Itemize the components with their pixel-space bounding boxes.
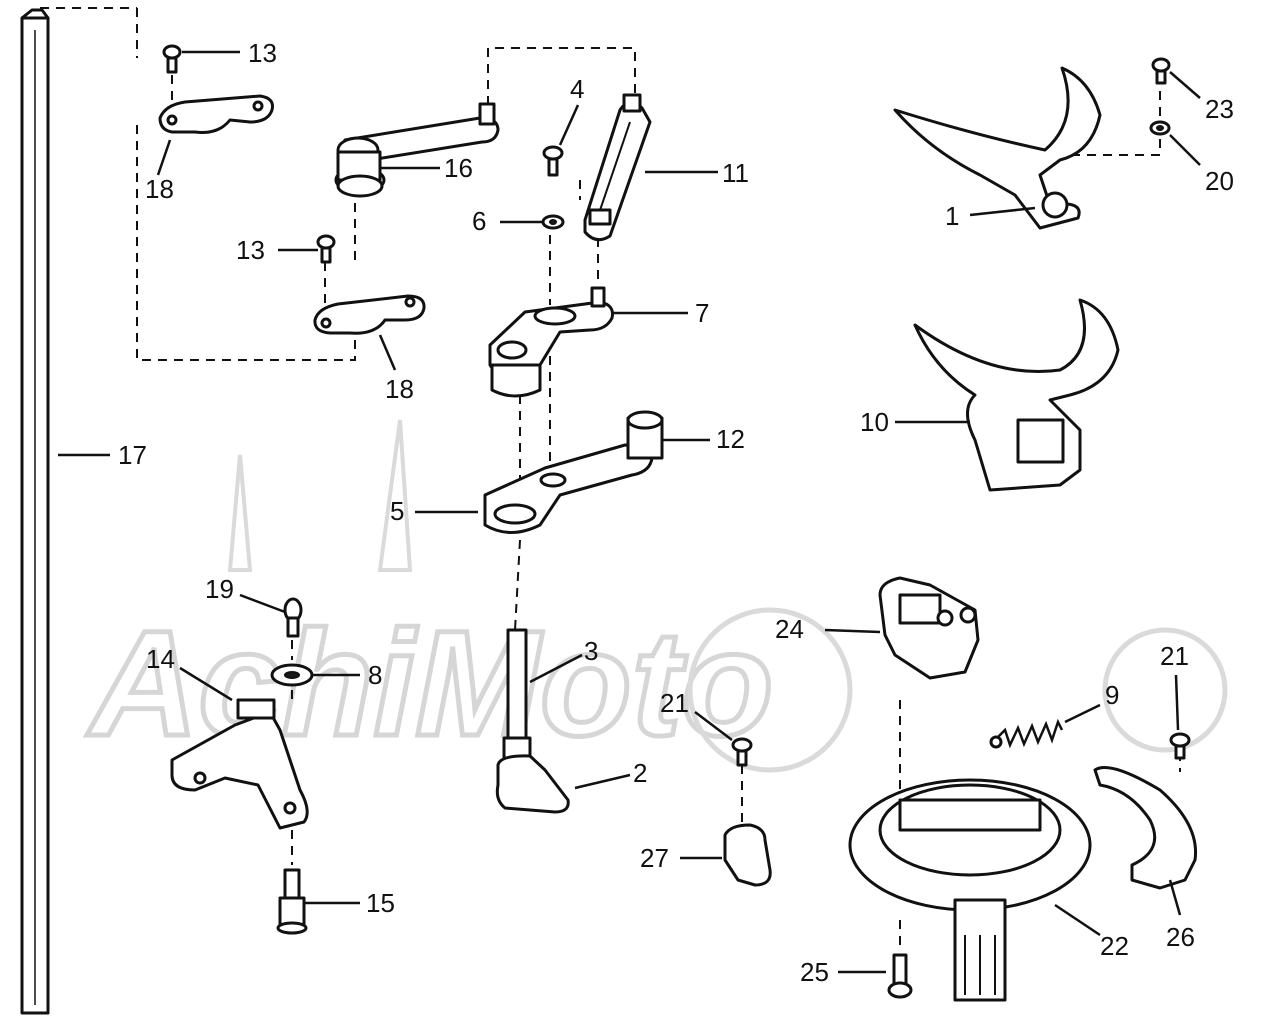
callout-21-left: 21 <box>660 688 689 718</box>
callout-27: 27 <box>640 843 669 873</box>
callout-12: 12 <box>716 424 745 454</box>
callout-8: 8 <box>368 660 382 690</box>
callout-7: 7 <box>695 298 709 328</box>
part-22-stator-plate <box>848 778 1092 1002</box>
callout-17: 17 <box>118 440 147 470</box>
callout-20: 20 <box>1205 166 1234 196</box>
part-4-screw <box>542 145 564 177</box>
part-19-pin <box>283 597 303 638</box>
part-11-link <box>583 93 652 242</box>
callout-9: 9 <box>1105 680 1119 710</box>
part-2-foot <box>495 736 570 814</box>
assembly-lines <box>40 7 1181 950</box>
callout-18-top: 18 <box>145 174 174 204</box>
part-25-bolt <box>887 953 913 999</box>
callout-1: 1 <box>945 201 959 231</box>
callout-labels: 13 18 16 13 18 4 6 11 7 12 5 3 2 17 19 8… <box>118 38 1234 987</box>
part-23-screw <box>1151 57 1171 85</box>
callout-26: 26 <box>1166 922 1195 952</box>
part-21-screw-right <box>1169 732 1191 760</box>
callout-5: 5 <box>390 496 404 526</box>
callout-2: 2 <box>633 758 647 788</box>
callout-15: 15 <box>366 888 395 918</box>
callout-10: 10 <box>860 407 889 437</box>
part-20-washer <box>1149 120 1171 136</box>
part-5-12-lever-arm <box>483 410 664 534</box>
part-27-clip <box>723 823 772 887</box>
callout-4: 4 <box>570 74 584 104</box>
part-17-shaft <box>20 8 50 1015</box>
part-18-clamp-top <box>158 94 274 134</box>
part-6-washer <box>541 214 565 230</box>
part-13-screw-top <box>162 44 182 74</box>
part-9-spring <box>989 718 1064 749</box>
part-15-pin <box>276 868 308 935</box>
part-24-switch <box>878 576 980 680</box>
callout-13-top: 13 <box>248 38 277 68</box>
part-8-washer <box>270 663 314 687</box>
part-7-lever <box>488 286 614 398</box>
watermark-text: AchiMoto <box>86 599 773 767</box>
callout-18-mid: 18 <box>385 374 414 404</box>
part-21-screw-left <box>731 737 753 767</box>
callout-23: 23 <box>1205 94 1234 124</box>
leader-lines <box>58 50 1201 974</box>
part-10-throttle-cam <box>913 298 1120 492</box>
callout-24: 24 <box>775 614 804 644</box>
callout-16: 16 <box>444 153 473 183</box>
part-18-clamp-mid <box>313 294 426 335</box>
watermark: AchiMoto <box>84 419 1228 773</box>
part-26-arc-bracket <box>1093 766 1198 890</box>
callout-22: 22 <box>1100 931 1129 961</box>
part-14-bracket <box>170 698 309 830</box>
callout-6: 6 <box>472 206 486 236</box>
part-3-shaft <box>506 628 528 742</box>
callout-19: 19 <box>205 574 234 604</box>
part-16-crank-arm <box>334 102 500 198</box>
callout-14: 14 <box>146 644 175 674</box>
callout-3: 3 <box>584 636 598 666</box>
callout-25: 25 <box>800 957 829 987</box>
callout-11: 11 <box>722 158 749 188</box>
part-1-ring-clip <box>893 66 1102 230</box>
part-13-screw-mid <box>316 234 336 264</box>
callout-13-mid: 13 <box>236 235 265 265</box>
callout-21-right: 21 <box>1160 641 1189 671</box>
